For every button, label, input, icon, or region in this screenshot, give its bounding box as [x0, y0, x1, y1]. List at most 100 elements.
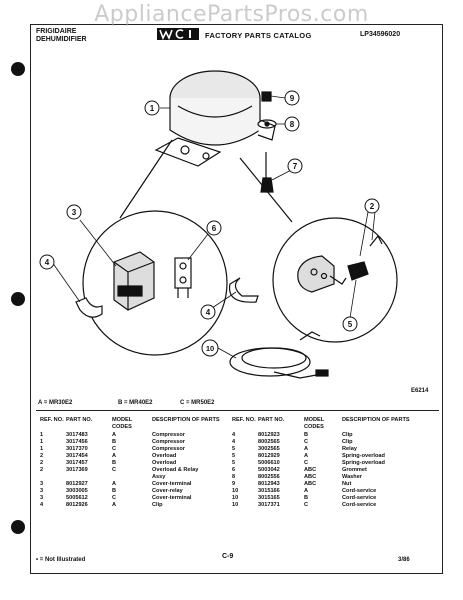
service-cord-drawing: [229, 331, 329, 379]
cell-part: 3017456: [66, 439, 88, 445]
svg-text:4: 4: [45, 258, 50, 267]
cell-desc: Spring-overload: [342, 453, 385, 459]
col-part: PART NO.: [66, 417, 93, 423]
cell-model: A: [112, 432, 117, 438]
cell-model: [112, 474, 152, 481]
divider: [36, 410, 439, 411]
cell-desc: Washer: [342, 474, 362, 480]
relay-drawing: [174, 257, 192, 298]
col-model: MODEL CODES: [112, 417, 133, 430]
table-row: 10 3015166 A Cord-service: [232, 488, 422, 495]
cell-ref: 8: [232, 474, 236, 480]
cell-desc: Compressor: [152, 439, 185, 445]
callout-6: 6: [206, 220, 222, 236]
callout-10: 10: [201, 339, 219, 357]
svg-text:10: 10: [206, 344, 214, 353]
cell-model: ABC: [304, 481, 317, 487]
watermark: AppliancePartsPros.com: [94, 2, 369, 27]
cell-desc: Assy: [152, 474, 166, 480]
cell-part: 8012927: [66, 481, 88, 487]
cell-desc: Clip: [342, 432, 353, 438]
cell-part: 3017371: [258, 502, 280, 508]
cell-part: 5005612: [66, 495, 88, 501]
cell-part: 5003042: [258, 467, 280, 473]
cell-model: A: [304, 488, 309, 494]
cell-model: A: [304, 453, 309, 459]
cell-model: B: [112, 439, 117, 445]
cell-model: C: [304, 460, 309, 466]
cell-ref: 5: [232, 460, 236, 466]
cell-desc: Nut: [342, 481, 352, 487]
cell-ref: 1: [40, 446, 44, 452]
cell-part: 8012943: [258, 481, 280, 487]
cell-model: B: [112, 488, 117, 494]
cell-ref: 10: [232, 488, 239, 494]
cell-ref: 9: [232, 481, 236, 487]
cell-part: 3017370: [66, 446, 88, 452]
col-desc: DESCRIPTION OF PARTS: [152, 417, 220, 423]
cell-ref: 4: [40, 502, 44, 508]
table-row: 9 8012943 ABC Nut: [232, 481, 422, 488]
callout-2: 2: [364, 198, 380, 214]
binder-hole-icon: [11, 520, 25, 534]
cell-ref: 5: [232, 446, 236, 452]
legend-a: A = MR30E2: [38, 400, 73, 406]
cell-desc: Overload: [152, 460, 177, 466]
callout-8: 8: [284, 116, 300, 132]
cell-desc: Cover-terminal: [152, 481, 192, 487]
svg-text:2: 2: [370, 202, 375, 211]
svg-text:4: 4: [206, 308, 211, 317]
cell-model: A: [112, 481, 117, 487]
col-desc: DESCRIPTION OF PARTS: [342, 417, 410, 423]
wci-logo-icon: [157, 28, 199, 40]
legend-b: B = MR40E2: [118, 400, 153, 406]
cell-part: 3003005: [66, 488, 88, 494]
col-part: PART NO.: [258, 417, 285, 423]
svg-text:8: 8: [290, 120, 295, 129]
cell-desc: Cord-service: [342, 488, 377, 494]
callout-5: 5: [342, 316, 358, 332]
binder-hole-icon: [11, 292, 25, 306]
cell-ref: 10: [232, 502, 239, 508]
cell-ref: 5: [232, 453, 236, 459]
overload-drawing: [297, 255, 347, 293]
table-header: REF. NO. PART NO. MODEL CODES DESCRIPTIO…: [40, 417, 230, 432]
mounting-hardware-drawing: [257, 91, 277, 193]
binder-hole-icon: [11, 62, 25, 76]
parts-table-right: REF. NO. PART NO. MODEL CODES DESCRIPTIO…: [232, 417, 422, 509]
callout-7: 7: [287, 158, 303, 174]
callout-9: 9: [284, 90, 300, 106]
cell-part: 8002556: [258, 474, 280, 480]
revision-date: 3/86: [398, 557, 410, 563]
cell-model: B: [112, 460, 117, 466]
table-header: REF. NO. PART NO. MODEL CODES DESCRIPTIO…: [232, 417, 422, 432]
compressor-drawing: [154, 70, 276, 167]
cell-desc: Relay: [342, 446, 357, 452]
page-number: C-9: [222, 553, 234, 560]
catalog-title: FACTORY PARTS CATALOG: [205, 31, 312, 40]
cell-part: 3017483: [66, 432, 88, 438]
svg-text:3: 3: [72, 208, 77, 217]
svg-text:7: 7: [293, 162, 298, 171]
cell-part: 3015166: [258, 488, 280, 494]
cell-model: C: [112, 467, 117, 473]
cell-model: C: [112, 495, 117, 501]
cell-ref: 2: [40, 460, 44, 466]
cell-ref: 10: [232, 495, 239, 501]
brand-name: FRIGIDAIRE: [36, 28, 77, 35]
cell-ref: 3: [40, 495, 44, 501]
diagram-code: E6214: [411, 388, 429, 394]
